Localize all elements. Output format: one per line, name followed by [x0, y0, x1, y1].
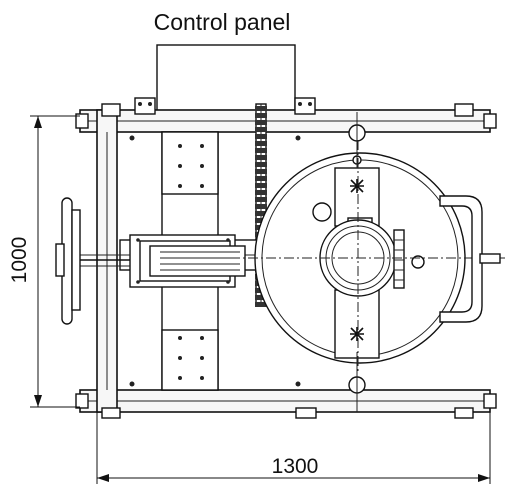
chain-link: [255, 302, 267, 307]
chain-link: [255, 120, 267, 125]
chain-link: [255, 218, 267, 223]
chain-link: [255, 169, 267, 174]
rotary-table: [230, 112, 505, 412]
main-frame: [75, 97, 497, 419]
chain-link: [255, 211, 267, 216]
chain-link: [255, 295, 267, 300]
chain-link: [255, 113, 267, 118]
gearbox-motor: [129, 234, 246, 288]
dimension-height: [30, 115, 80, 408]
chain-link: [255, 204, 267, 209]
control-panel-label: Control panel: [154, 9, 291, 35]
chain-link: [255, 127, 267, 132]
dimension-height-label: 1000: [8, 237, 31, 284]
dimension-width: [96, 412, 491, 484]
chain-link: [255, 106, 267, 111]
handwheel: [55, 197, 130, 325]
chain-link: [255, 141, 267, 146]
chain-link: [255, 176, 267, 181]
chain-link: [255, 134, 267, 139]
chain-link: [255, 197, 267, 202]
dimension-width-label: 1300: [272, 455, 319, 478]
chain-link: [255, 183, 267, 188]
chain-link: [255, 190, 267, 195]
control-panel-box: [156, 44, 296, 113]
chain-link: [255, 148, 267, 153]
chain-link: [255, 155, 267, 160]
right-handle: [439, 195, 501, 323]
chain-link: [255, 162, 267, 167]
